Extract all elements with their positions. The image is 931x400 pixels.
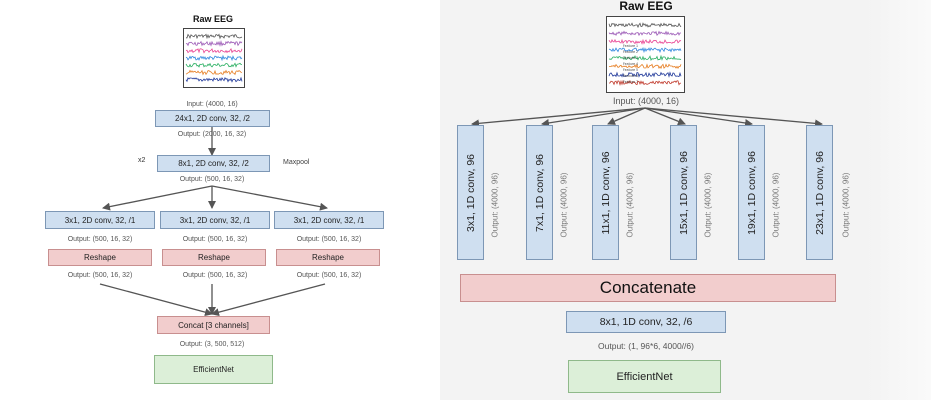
left-eeg-signal-plot: [185, 33, 243, 83]
left-branch-2-output: Output: (500, 16, 32): [182, 236, 248, 243]
eeg-trace: [608, 22, 682, 29]
right-panel-fade: [866, 0, 931, 400]
right-branch-6-conv-block: 23x1, 1D conv, 96: [806, 125, 833, 260]
left-branch-2-reshape: Reshape: [162, 249, 266, 266]
eeg-trace: [608, 63, 682, 70]
right-branch-4-conv: 15x1, 1D conv, 96: [677, 150, 690, 235]
left-branch-2-reshape-output: Output: (500, 16, 32): [182, 272, 248, 279]
right-branch-3-conv: 11x1, 1D conv, 96: [599, 150, 612, 235]
left-conv2-output: Output: (500, 16, 32): [179, 176, 245, 183]
eeg-trace: [185, 33, 243, 40]
right-branch-6-conv: 23x1, 1D conv, 96: [813, 150, 826, 235]
eeg-trace: [608, 54, 682, 61]
left-branch-1-reshape: Reshape: [48, 249, 152, 266]
eeg-legend-label: Feature 4: [623, 62, 638, 66]
left-eeg-thumbnail: [183, 28, 245, 88]
right-branch-2-conv-block: 7x1, 1D conv, 96: [526, 125, 553, 260]
eeg-trace: [185, 47, 243, 54]
left-conv1-output: Output: (2000, 16, 32): [177, 131, 247, 138]
right-branch-1-output: Output: (4000, 96): [490, 172, 500, 238]
right-concatenate-block: Concatenate: [460, 274, 836, 302]
right-eeg-signal-plot: Feature 1 Feature 2 Feature 3 Feature 4 …: [608, 22, 682, 87]
eeg-trace: [185, 76, 243, 83]
left-efficientnet-block: EfficientNet: [154, 355, 273, 384]
left-conv2-block: 8x1, 2D conv, 32, /2: [157, 155, 270, 172]
left-branch-3-reshape-output: Output: (500, 16, 32): [296, 272, 362, 279]
eeg-trace: [608, 71, 682, 78]
right-branch-2-output: Output: (4000, 96): [559, 172, 569, 238]
right-title: Raw EEG: [619, 0, 673, 13]
eeg-trace: [185, 54, 243, 62]
right-conv-final-block: 8x1, 1D conv, 32, /6: [566, 311, 726, 333]
right-branch-5-output: Output: (4000, 96): [771, 172, 781, 238]
left-concat-output: Output: (3, 500, 512): [179, 341, 245, 348]
eeg-legend-label: Feature 6: [623, 74, 638, 78]
left-branch-3-output: Output: (500, 16, 32): [296, 236, 362, 243]
right-branch-3-conv-block: 11x1, 1D conv, 96: [592, 125, 619, 260]
left-branch-3-reshape: Reshape: [276, 249, 380, 266]
right-branch-4-conv-block: 15x1, 1D conv, 96: [670, 125, 697, 260]
eeg-legend-label: Feature 1: [623, 44, 638, 48]
right-branch-1-conv-block: 3x1, 1D conv, 96: [457, 125, 484, 260]
left-branch-1-reshape-output: Output: (500, 16, 32): [67, 272, 133, 279]
right-eeg-thumbnail: Feature 1 Feature 2 Feature 3 Feature 4 …: [606, 16, 685, 93]
right-branch-3-output: Output: (4000, 96): [625, 172, 635, 238]
right-branch-4-output: Output: (4000, 96): [703, 172, 713, 238]
right-branch-1-conv: 3x1, 1D conv, 96: [464, 153, 477, 232]
eeg-trace: [185, 62, 243, 68]
eeg-trace: [185, 40, 243, 47]
right-conv-final-output: Output: (1, 96*6, 4000//6): [598, 341, 694, 351]
left-conv1-block: 24x1, 2D conv, 32, /2: [155, 110, 270, 127]
left-maxpool-label: Maxpool: [283, 159, 310, 166]
left-input-label: Input: (4000, 16): [186, 101, 238, 108]
eeg-legend-label: Feature 2: [623, 50, 638, 54]
left-title: Raw EEG: [192, 14, 233, 24]
left-branch-1-output: Output: (500, 16, 32): [67, 236, 133, 243]
right-input-label: Input: (4000, 16): [612, 96, 680, 106]
right-branch-5-conv: 19x1, 1D conv, 96: [745, 150, 758, 235]
right-efficientnet-block: EfficientNet: [568, 360, 721, 393]
eeg-trace: [608, 30, 681, 37]
eeg-trace: [608, 46, 682, 54]
eeg-trace: [185, 69, 243, 76]
left-x2-label: x2: [138, 157, 146, 164]
left-concat-block: Concat [3 channels]: [157, 316, 270, 334]
eeg-legend-label: Feature 3: [623, 56, 638, 60]
left-branch-1-conv: 3x1, 2D conv, 32, /1: [45, 211, 155, 229]
right-branch-5-conv-block: 19x1, 1D conv, 96: [738, 125, 765, 260]
left-branch-2-conv: 3x1, 2D conv, 32, /1: [160, 211, 270, 229]
left-branch-3-conv: 3x1, 2D conv, 32, /1: [274, 211, 384, 229]
right-branch-2-conv: 7x1, 1D conv, 96: [533, 153, 546, 232]
eeg-trace: [608, 38, 682, 45]
eeg-legend-label: Feature 7: [623, 80, 638, 84]
right-branch-6-output: Output: (4000, 96): [841, 172, 851, 238]
eeg-legend-label: Feature 5: [623, 68, 638, 72]
eeg-trace: [608, 79, 682, 87]
